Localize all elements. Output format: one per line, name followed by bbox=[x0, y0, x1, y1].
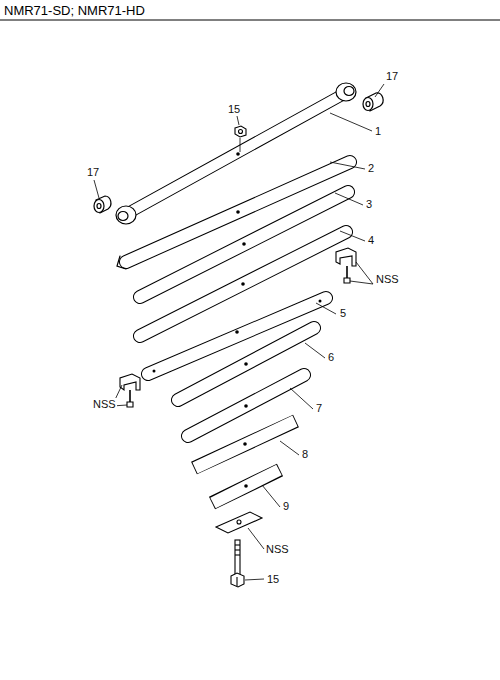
callout-number: 17 bbox=[86, 166, 100, 179]
callout-number: NSS bbox=[265, 543, 290, 556]
callout-number: 3 bbox=[365, 198, 373, 211]
callout-number: NSS bbox=[92, 398, 117, 411]
callout-number: 7 bbox=[315, 402, 323, 415]
callout-number: 8 bbox=[301, 448, 309, 461]
callout-number: 15 bbox=[227, 103, 241, 116]
callout-number: 6 bbox=[327, 351, 335, 364]
page-title: NMR71-SD; NMR71-HD bbox=[4, 3, 145, 18]
callout-number: 15 bbox=[266, 573, 280, 586]
callout-number: 17 bbox=[385, 70, 399, 83]
callout-number: 1 bbox=[374, 125, 382, 138]
callout-number: 5 bbox=[339, 307, 347, 320]
callout-number: 4 bbox=[367, 234, 375, 247]
callout-number: NSS bbox=[375, 273, 400, 286]
callout-number: 9 bbox=[282, 500, 290, 513]
callout-number: 2 bbox=[367, 162, 375, 175]
